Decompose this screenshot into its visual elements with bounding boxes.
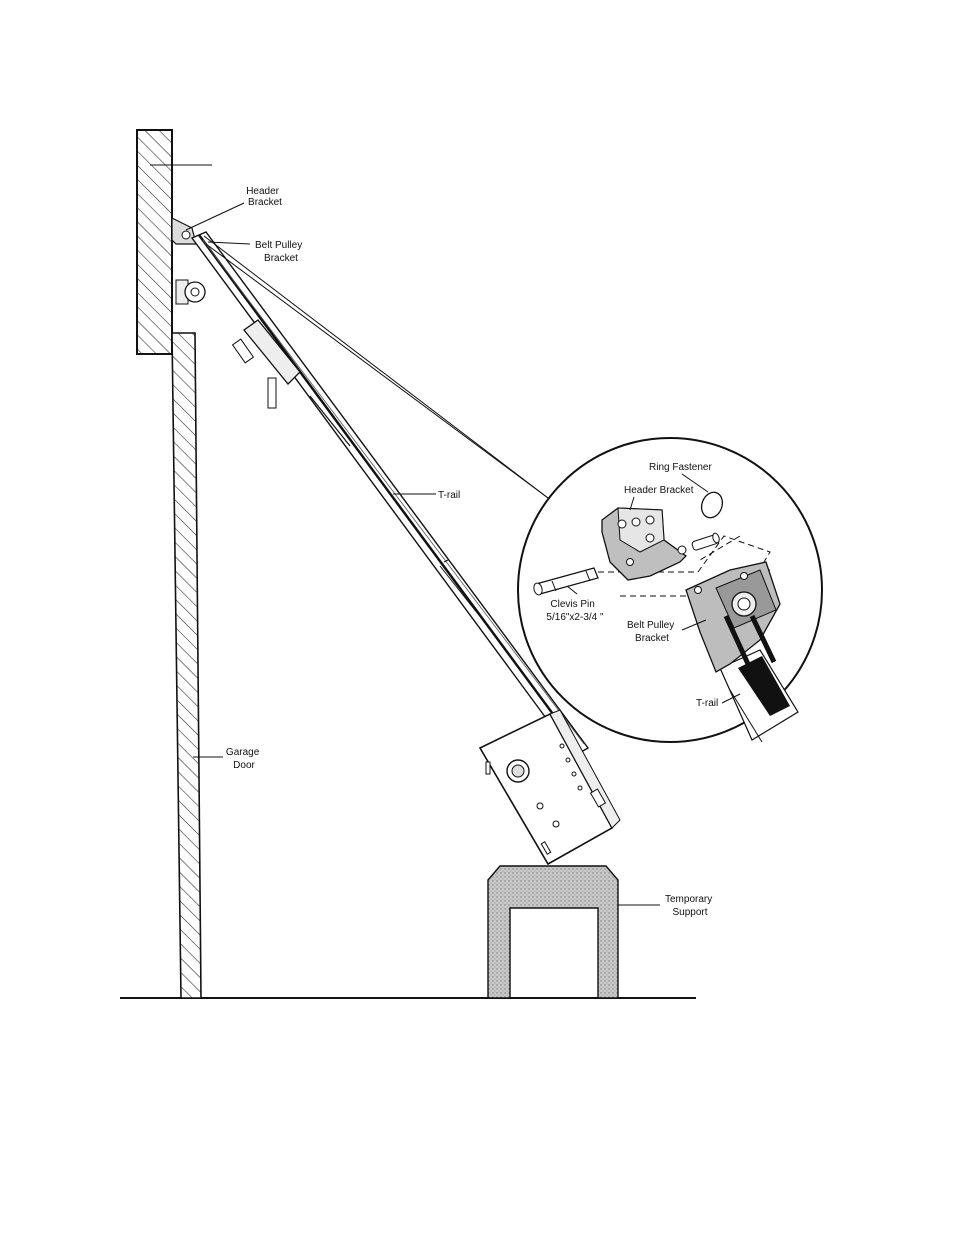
garage-door bbox=[172, 333, 201, 998]
garage-door-label: Garage Door bbox=[226, 747, 262, 771]
detail-inset: Ring Fastener Header Bracket Clevis Pin … bbox=[518, 438, 822, 742]
inset-ring-fastener-label: Ring Fastener bbox=[649, 462, 712, 473]
t-rail-label: T-rail bbox=[438, 490, 460, 501]
motor-unit bbox=[480, 710, 620, 864]
header-bracket-label: Header Bracket bbox=[246, 186, 282, 208]
inset-t-rail-label: T-rail bbox=[696, 698, 718, 709]
door-roller-bracket bbox=[176, 280, 205, 304]
header-wall bbox=[137, 130, 172, 354]
t-rail bbox=[192, 232, 588, 756]
belt-pulley-bracket-label: Belt Pulley Bracket bbox=[255, 240, 305, 264]
inset-zoom-line bbox=[206, 244, 548, 498]
inset-zoom-line bbox=[204, 236, 548, 498]
inset-header-bracket-label: Header Bracket bbox=[624, 485, 694, 496]
temporary-support bbox=[488, 866, 618, 998]
header-bracket-leader bbox=[186, 203, 244, 230]
header-bracket-mount bbox=[172, 218, 196, 244]
temporary-support-label: Temporary Support bbox=[665, 894, 715, 918]
